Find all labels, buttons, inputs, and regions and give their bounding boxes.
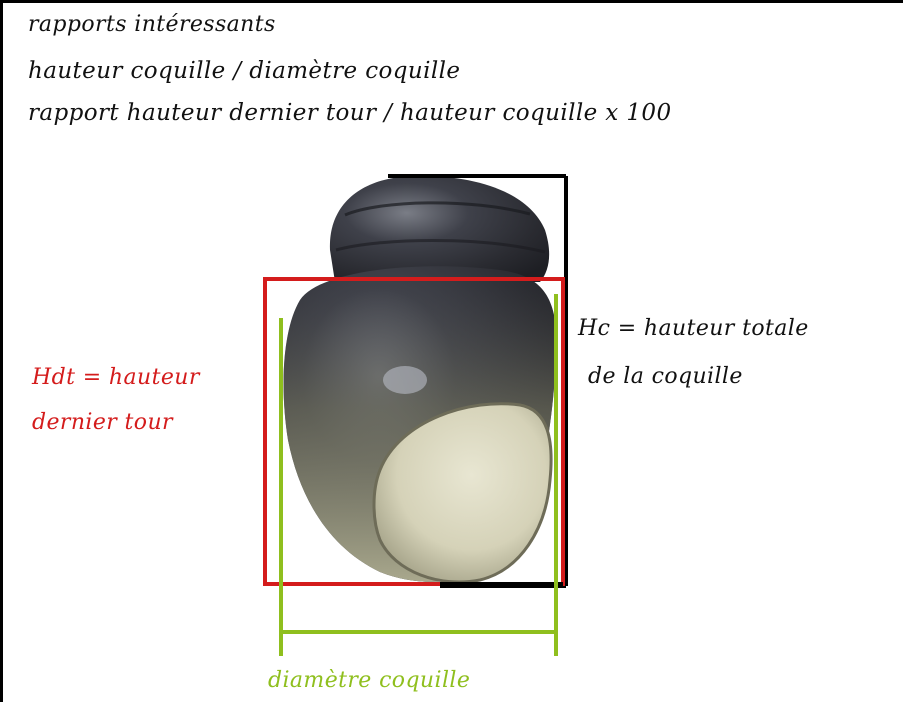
hdt-label-line2: dernier tour	[32, 410, 173, 435]
hc-label-line2: de la coquille	[588, 364, 743, 389]
hc-label-line1: Hc = hauteur totale	[578, 316, 809, 341]
hdt-label-line1: Hdt = hauteur	[32, 365, 200, 390]
diameter-label: diamètre coquille	[268, 668, 470, 693]
shell-spire	[330, 176, 549, 282]
